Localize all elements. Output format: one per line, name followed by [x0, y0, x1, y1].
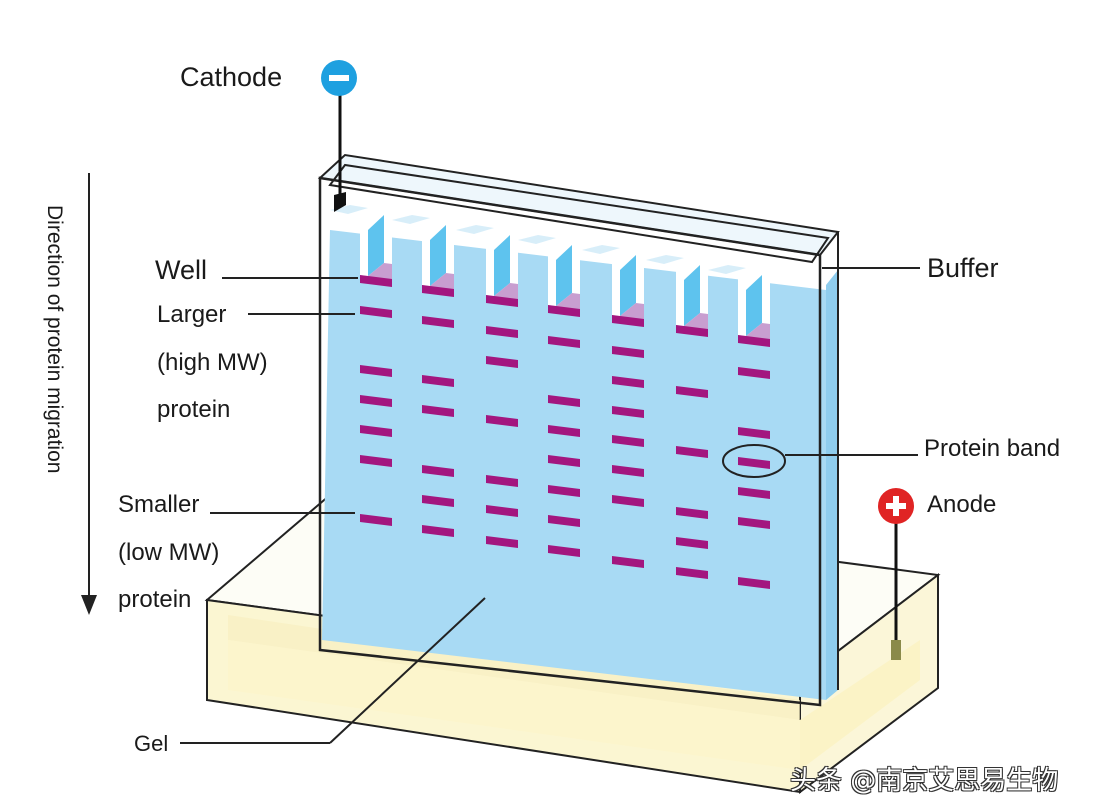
leader-lines: [180, 267, 920, 744]
well: [456, 225, 518, 301]
protein-band: [422, 316, 454, 328]
anode-wire: [891, 520, 901, 660]
cathode-label: Cathode: [180, 62, 283, 92]
well: [518, 235, 580, 311]
well: [582, 245, 644, 321]
protein-band: [676, 507, 708, 519]
well: [330, 205, 392, 281]
protein-band: [676, 386, 708, 398]
protein-band: [738, 487, 770, 499]
larger-label-line2: (high MW): [157, 349, 268, 376]
protein-band: [360, 425, 392, 437]
protein-band: [486, 356, 518, 368]
protein-band: [738, 577, 770, 589]
protein-band: [486, 536, 518, 548]
protein-band: [612, 556, 644, 568]
protein-band: [612, 315, 644, 327]
protein-band: [548, 395, 580, 407]
well: [646, 255, 708, 331]
gel-cassette: [317, 153, 840, 707]
protein-band: [612, 376, 644, 388]
gel-label: Gel: [134, 731, 169, 756]
protein-band: [676, 537, 708, 549]
protein-band: [360, 306, 392, 318]
anode-label: Anode: [927, 491, 997, 518]
protein-band: [422, 465, 454, 477]
well-label: Well: [155, 255, 208, 285]
watermark: 头条 @南京艾思易生物: [790, 766, 1059, 796]
well: [708, 265, 770, 341]
smaller-label-line2: (low MW): [118, 539, 220, 566]
protein-band: [548, 305, 580, 317]
larger-label-line3: protein: [157, 396, 231, 423]
smaller-label-line1: Smaller: [118, 491, 200, 518]
protein-band-label: Protein band: [924, 435, 1061, 462]
protein-band: [738, 457, 770, 469]
protein-band: [738, 427, 770, 439]
protein-band: [676, 567, 708, 579]
protein-band: [422, 405, 454, 417]
protein-band: [360, 365, 392, 377]
protein-band: [548, 545, 580, 557]
protein-band: [612, 406, 644, 418]
protein-band: [612, 495, 644, 507]
protein-band: [486, 475, 518, 487]
cathode-wire: [334, 95, 346, 212]
direction-label: Direction of protein migration: [43, 205, 66, 474]
protein-band: [548, 485, 580, 497]
protein-band: [486, 505, 518, 517]
protein-band: [486, 295, 518, 307]
protein-band: [738, 367, 770, 379]
protein-band: [738, 335, 770, 347]
protein-band: [422, 285, 454, 297]
protein-band: [548, 425, 580, 437]
protein-band: [360, 395, 392, 407]
smaller-label-line3: protein: [118, 586, 192, 613]
protein-band: [676, 325, 708, 337]
buffer-label: Buffer: [927, 253, 999, 283]
protein-band: [360, 514, 392, 526]
direction-arrow: [81, 173, 97, 615]
protein-band: [360, 455, 392, 467]
larger-label-line1: Larger: [157, 301, 227, 328]
protein-band: [548, 515, 580, 527]
protein-band: [422, 525, 454, 537]
plus-icon: [878, 488, 914, 524]
protein-band: [486, 415, 518, 427]
protein-band: [422, 495, 454, 507]
protein-band: [612, 435, 644, 447]
protein-band: [548, 455, 580, 467]
protein-band: [738, 517, 770, 529]
protein-band: [360, 275, 392, 287]
protein-band: [676, 446, 708, 458]
well: [392, 215, 454, 291]
protein-band: [548, 336, 580, 348]
protein-band: [486, 326, 518, 338]
protein-band: [422, 375, 454, 387]
protein-band: [612, 346, 644, 358]
minus-icon: [321, 60, 357, 96]
protein-band: [612, 465, 644, 477]
